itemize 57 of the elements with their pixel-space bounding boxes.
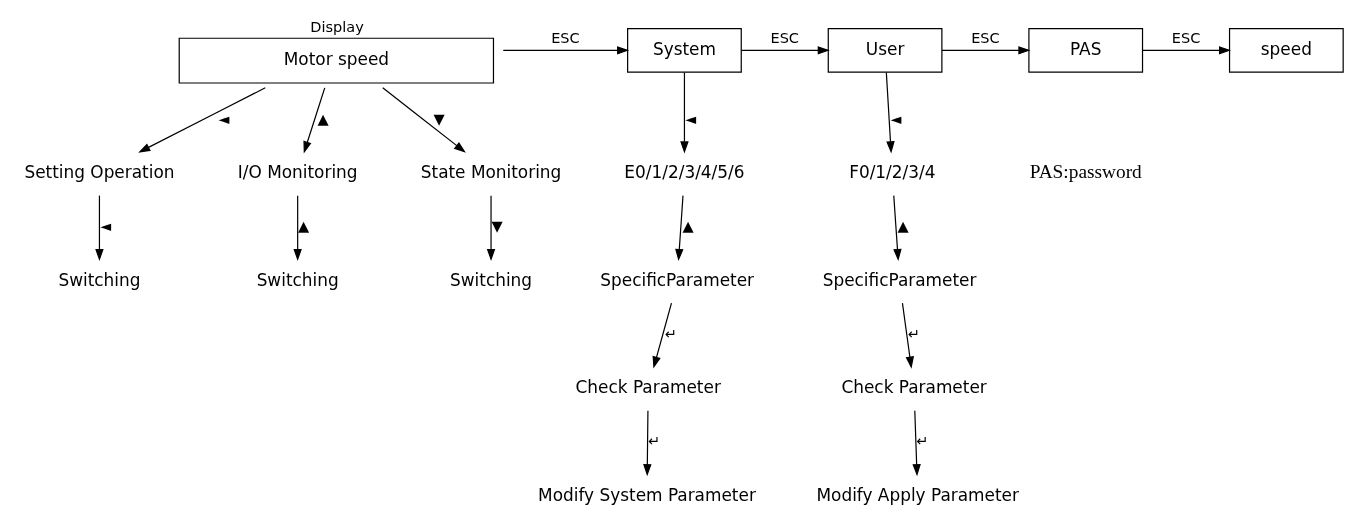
node-box: PAS bbox=[1027, 28, 1143, 73]
edge-label: ▲ bbox=[681, 218, 694, 235]
arrow bbox=[885, 72, 895, 154]
arrow bbox=[381, 87, 466, 153]
edge-label: ▲ bbox=[297, 218, 309, 235]
edge-label: ↵ bbox=[647, 433, 660, 450]
node-box: System bbox=[626, 28, 742, 73]
node-text: SpecificParameter bbox=[599, 269, 754, 290]
edge-label: ↵ bbox=[664, 325, 677, 342]
arrow bbox=[502, 46, 629, 55]
node-text: Switching bbox=[449, 269, 532, 290]
edge-label: ◄ bbox=[99, 218, 111, 235]
node-box: speed bbox=[1228, 28, 1344, 73]
arrow bbox=[901, 302, 914, 369]
node-label: Display bbox=[309, 18, 364, 35]
label: PAS:password bbox=[1029, 161, 1142, 183]
edge-label: ↵ bbox=[915, 433, 929, 450]
arrow bbox=[940, 46, 1030, 55]
arrow bbox=[302, 87, 325, 154]
edge-label: ESC bbox=[970, 29, 1000, 46]
edge-label: ESC bbox=[550, 29, 580, 46]
arrow bbox=[292, 195, 302, 262]
edge-label: ▼ bbox=[491, 218, 503, 235]
node-text: Switching bbox=[256, 269, 339, 290]
node-text: Check Parameter bbox=[840, 377, 987, 398]
arrow bbox=[674, 195, 684, 262]
edge-label: ◄ bbox=[217, 110, 230, 127]
edge-label: ◄ bbox=[684, 110, 696, 127]
arrow bbox=[652, 302, 672, 369]
edge-label: ▲ bbox=[897, 218, 909, 235]
arrow bbox=[740, 46, 830, 55]
node-text: E0/1/2/3/4/5/6 bbox=[623, 162, 745, 183]
arrow bbox=[892, 195, 902, 262]
edge-label: ▲ bbox=[316, 110, 329, 127]
node-text: State Monitoring bbox=[420, 162, 561, 183]
node-text: Setting Operation bbox=[23, 162, 174, 183]
arrow bbox=[911, 410, 921, 477]
edge-label: ESC bbox=[1171, 29, 1200, 46]
node-box: Motor speed bbox=[178, 37, 494, 84]
node-text: Check Parameter bbox=[575, 377, 721, 398]
edge-label: ▼ bbox=[433, 110, 445, 127]
node-box: User bbox=[827, 28, 942, 73]
edge-label: ◄ bbox=[889, 110, 902, 127]
arrow bbox=[486, 195, 495, 262]
arrow bbox=[94, 195, 104, 262]
node-text: Modify System Parameter bbox=[537, 484, 756, 505]
node-text: I/O Monitoring bbox=[237, 162, 358, 183]
arrow bbox=[1141, 46, 1231, 55]
edge-label: ESC bbox=[770, 29, 799, 46]
node-text: F0/1/2/3/4 bbox=[848, 162, 935, 183]
node-text: Switching bbox=[57, 269, 140, 290]
arrow bbox=[137, 87, 266, 153]
node-text: Modify Apply Parameter bbox=[815, 484, 1019, 505]
node-text: SpecificParameter bbox=[822, 269, 976, 290]
edge-label: ↵ bbox=[907, 325, 920, 342]
arrow bbox=[679, 72, 689, 154]
arrow bbox=[642, 410, 652, 477]
